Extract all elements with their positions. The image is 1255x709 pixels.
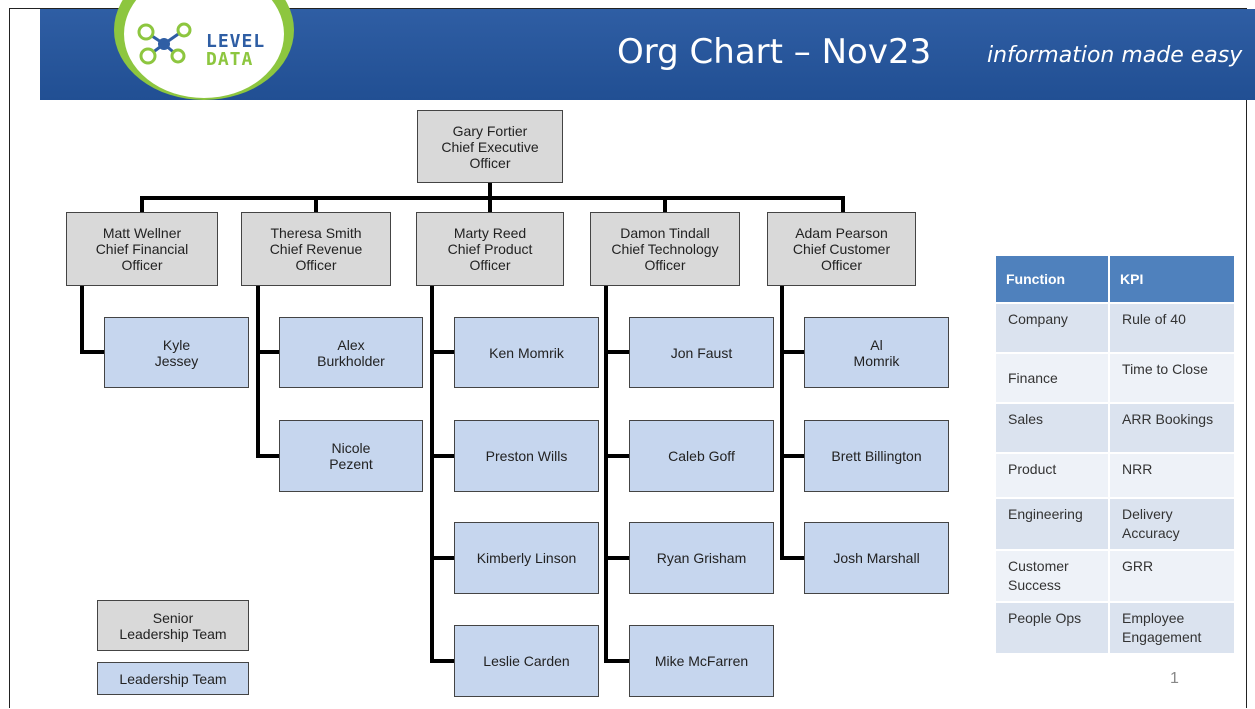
exec-box-cfo: Matt Wellner Chief Financial Officer xyxy=(66,212,218,286)
legend-leadership: Leadership Team xyxy=(97,662,249,695)
ceo-role: Chief Executive Officer xyxy=(441,138,539,171)
report-box: Nicole Pezent xyxy=(279,420,423,492)
report-box: Alex Burkholder xyxy=(279,317,423,388)
table-row: Finance Time to Close xyxy=(996,354,1234,404)
report-name: Kyle Jessey xyxy=(154,336,199,369)
report-box: Jon Faust xyxy=(629,317,774,388)
report-box: Leslie Carden xyxy=(454,625,599,697)
slide-frame xyxy=(9,8,1247,708)
report-box: Ken Momrik xyxy=(454,317,599,388)
report-name: Ken Momrik xyxy=(489,344,564,361)
report-box: Al Momrik xyxy=(804,317,949,388)
report-name: Leslie Carden xyxy=(483,653,570,669)
report-box: Kyle Jessey xyxy=(104,317,249,388)
kpi-function: Customer Success xyxy=(996,551,1111,603)
exec-name: Adam Pearson xyxy=(795,225,888,241)
table-row: Product NRR xyxy=(996,454,1234,499)
report-box: Ryan Grisham xyxy=(629,522,774,594)
report-box: Mike McFarren xyxy=(629,625,774,697)
report-box: Caleb Goff xyxy=(629,420,774,492)
kpi-function: Company xyxy=(996,304,1111,354)
exec-name: Damon Tindall xyxy=(620,225,710,241)
report-name: Ryan Grisham xyxy=(656,550,747,566)
kpi-table: Function KPI Company Rule of 40 Finance … xyxy=(996,256,1234,655)
exec-role: Chief Customer Officer xyxy=(792,241,891,273)
report-name: Preston Wills xyxy=(485,448,568,464)
logo-text-data: DATA xyxy=(206,49,254,70)
report-box: Brett Billington xyxy=(804,420,949,492)
report-box: Josh Marshall xyxy=(804,522,949,594)
exec-role: Chief Technology Officer xyxy=(611,241,719,273)
kpi-function: Finance xyxy=(996,354,1111,404)
ceo-box: Gary Fortier Chief Executive Officer xyxy=(417,110,563,183)
kpi-value: ARR Bookings xyxy=(1110,404,1234,454)
report-name: Mike McFarren xyxy=(654,653,749,669)
report-box: Preston Wills xyxy=(454,420,599,492)
exec-box-cro: Theresa Smith Chief Revenue Officer xyxy=(241,212,391,286)
kpi-value: Employee Engagement xyxy=(1110,603,1234,655)
table-row: Engineering Delivery Accuracy xyxy=(996,499,1234,551)
kpi-function: Sales xyxy=(996,404,1111,454)
kpi-header-function: Function xyxy=(996,256,1111,304)
report-name: Josh Marshall xyxy=(833,550,920,566)
exec-box-cco: Adam Pearson Chief Customer Officer xyxy=(767,212,916,286)
legend-leadership-label: Leadership Team xyxy=(119,670,227,687)
exec-role: Chief Product Officer xyxy=(447,241,533,273)
logo-text-level: LEVEL xyxy=(206,31,266,52)
report-name: Alex Burkholder xyxy=(317,336,385,369)
legend-senior-label: Senior Leadership Team xyxy=(119,609,227,642)
table-row: Customer Success GRR xyxy=(996,551,1234,603)
exec-role: Chief Financial Officer xyxy=(95,241,189,273)
report-name: Brett Billington xyxy=(831,448,922,464)
kpi-header-row: Function KPI xyxy=(996,256,1234,304)
tagline: information made easy xyxy=(987,43,1243,68)
report-name: Jon Faust xyxy=(670,344,733,361)
table-row: Company Rule of 40 xyxy=(996,304,1234,354)
report-box: Kimberly Linson xyxy=(454,522,599,594)
kpi-header-kpi: KPI xyxy=(1110,256,1234,304)
page-number: 1 xyxy=(1170,670,1179,687)
table-row: People Ops Employee Engagement xyxy=(996,603,1234,655)
exec-name: Theresa Smith xyxy=(270,225,362,241)
table-row: Sales ARR Bookings xyxy=(996,404,1234,454)
kpi-value: Rule of 40 xyxy=(1110,304,1234,354)
kpi-value: NRR xyxy=(1110,454,1234,499)
kpi-value: GRR xyxy=(1110,551,1234,603)
page-title: Org Chart – Nov23 xyxy=(617,32,932,72)
kpi-function: Engineering xyxy=(996,499,1111,551)
kpi-function: People Ops xyxy=(996,603,1111,655)
report-name: Al Momrik xyxy=(853,336,900,369)
report-name: Caleb Goff xyxy=(668,448,735,464)
exec-name: Matt Wellner xyxy=(102,225,182,241)
legend-senior: Senior Leadership Team xyxy=(97,600,249,651)
exec-box-cto: Damon Tindall Chief Technology Officer xyxy=(590,212,740,286)
exec-role: Chief Revenue Officer xyxy=(269,241,363,273)
kpi-value: Delivery Accuracy xyxy=(1110,499,1234,551)
report-name: Kimberly Linson xyxy=(476,550,577,566)
exec-name: Marty Reed xyxy=(453,225,527,241)
exec-box-cpo: Marty Reed Chief Product Officer xyxy=(416,212,564,286)
ceo-name: Gary Fortier xyxy=(452,122,528,139)
report-name: Nicole Pezent xyxy=(329,440,373,472)
molecule-logo-icon xyxy=(137,22,192,65)
kpi-value: Time to Close xyxy=(1110,354,1234,404)
kpi-function: Product xyxy=(996,454,1111,499)
